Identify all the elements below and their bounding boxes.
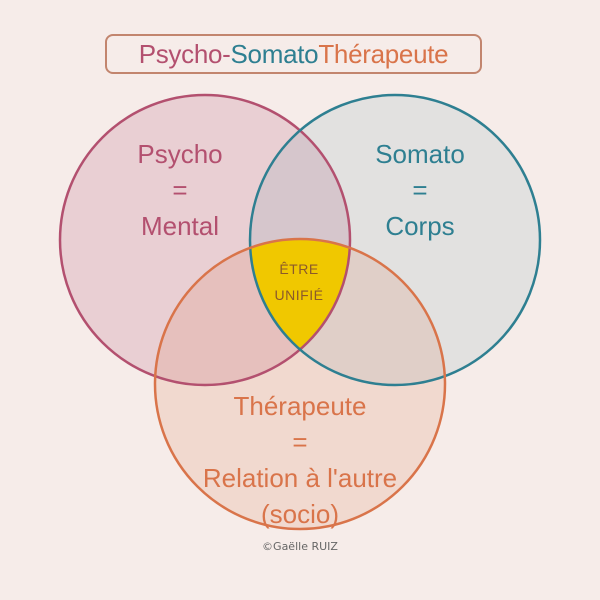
therapeute-label-line3: Relation à l'autre <box>202 463 398 493</box>
center-label: ÊTRE UNIFIÉ <box>250 256 348 308</box>
psycho-label-line1: Psycho <box>137 139 223 169</box>
center-label-line2: UNIFIÉ <box>274 287 324 303</box>
psycho-label-line3: Mental <box>140 211 220 241</box>
therapeute-label-line1: Thérapeute <box>233 391 367 421</box>
psycho-label: Psycho = Mental <box>90 136 270 244</box>
title-therapeute: Thérapeute <box>318 38 449 69</box>
therapeute-label: Thérapeute = Relation à l'autre (socio) <box>170 388 430 532</box>
title-somato: Somato <box>230 38 319 69</box>
center-label-line1: ÊTRE <box>279 261 319 277</box>
therapeute-label-line2: = <box>292 427 308 457</box>
psycho-label-line2: = <box>172 175 188 205</box>
somato-circle-outline <box>248 93 542 387</box>
therapeute-circle-fill <box>155 239 445 529</box>
credit: ©Gaëlle RUIZ <box>262 540 338 553</box>
psycho-circle-outline <box>58 93 352 387</box>
somato-label-line1: Somato <box>375 139 465 169</box>
somato-label-line3: Corps <box>385 211 455 241</box>
therapeute-label-line4: (socio) <box>260 499 339 529</box>
somato-label: Somato = Corps <box>330 136 510 244</box>
title-psycho: Psycho- <box>138 38 231 69</box>
therapeute-circle-outline <box>153 237 447 531</box>
somato-label-line2: = <box>412 175 428 205</box>
